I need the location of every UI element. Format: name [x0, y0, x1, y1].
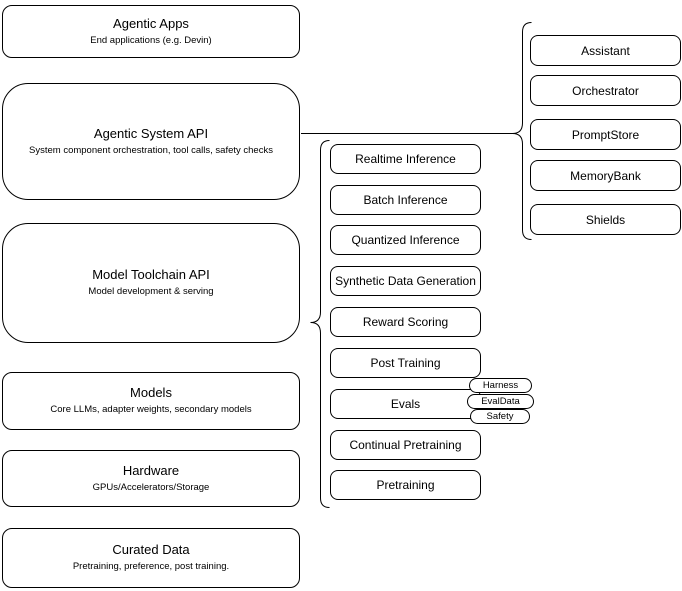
pill-evaldata: EvalData [467, 394, 534, 409]
item-continual-pretraining: Continual Pretraining [330, 430, 481, 460]
node-agentic-system-api: Agentic System API System component orch… [2, 83, 300, 200]
node-subtitle: End applications (e.g. Devin) [90, 34, 212, 46]
system-brace [512, 22, 532, 240]
item-batch-inference: Batch Inference [330, 185, 481, 215]
item-quantized-inference: Quantized Inference [330, 225, 481, 255]
node-agentic-apps: Agentic Apps End applications (e.g. Devi… [2, 5, 300, 58]
node-subtitle: GPUs/Accelerators/Storage [92, 481, 210, 493]
item-orchestrator: Orchestrator [530, 75, 681, 106]
node-models: Models Core LLMs, adapter weights, secon… [2, 372, 300, 430]
node-title: Agentic Apps [113, 15, 189, 31]
node-title: Models [130, 385, 172, 401]
toolchain-brace [310, 140, 330, 508]
pill-safety: Safety [470, 409, 530, 424]
item-shields: Shields [530, 204, 681, 235]
node-subtitle: Model development & serving [88, 286, 214, 298]
node-curated-data: Curated Data Pretraining, preference, po… [2, 528, 300, 588]
node-subtitle: System component orchestration, tool cal… [29, 144, 273, 156]
item-promptstore: PromptStore [530, 119, 681, 150]
item-pretraining: Pretraining [330, 470, 481, 500]
item-synthetic-data-generation: Synthetic Data Generation [330, 266, 481, 296]
node-subtitle: Pretraining, preference, post training. [72, 561, 230, 573]
node-title: Hardware [122, 462, 180, 478]
node-title: Curated Data [112, 542, 190, 558]
node-title: Model Toolchain API [92, 267, 210, 283]
item-post-training: Post Training [330, 348, 481, 378]
item-assistant: Assistant [530, 35, 681, 66]
node-subtitle: Core LLMs, adapter weights, secondary mo… [50, 404, 252, 416]
node-hardware: Hardware GPUs/Accelerators/Storage [2, 450, 300, 507]
node-model-toolchain-api: Model Toolchain API Model development & … [2, 223, 300, 343]
item-memorybank: MemoryBank [530, 160, 681, 191]
item-reward-scoring: Reward Scoring [330, 307, 481, 337]
item-realtime-inference: Realtime Inference [330, 144, 481, 174]
pill-harness: Harness [469, 378, 532, 393]
node-title: Agentic System API [93, 125, 209, 141]
item-evals: Evals [330, 389, 481, 419]
